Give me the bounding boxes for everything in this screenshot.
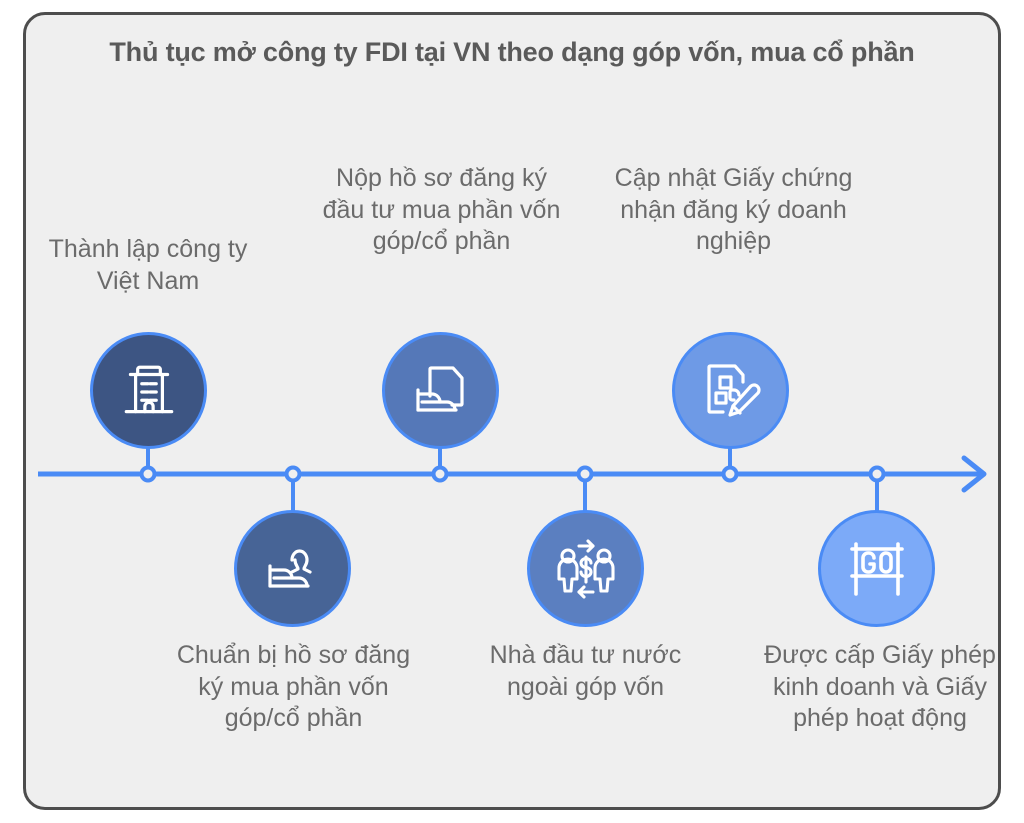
step-circle-2[interactable]	[234, 510, 351, 627]
step-circle-5[interactable]	[672, 332, 789, 449]
step-caption-1: Thành lập công ty Việt Nam	[28, 234, 268, 297]
step-circle-6[interactable]	[818, 510, 935, 627]
step-caption-4: Nhà đầu tư nước ngoài góp vốn	[464, 640, 707, 703]
step-circle-1[interactable]	[90, 332, 207, 449]
money-exchange-people-icon	[551, 534, 621, 604]
step-label-4: Nhà đầu tư nước ngoài góp vốn	[489, 641, 682, 701]
step-circle-3[interactable]	[382, 332, 499, 449]
go-sign-icon	[840, 532, 914, 606]
step-circle-4[interactable]	[527, 510, 644, 627]
person-document-icon	[258, 534, 328, 604]
step-caption-5: Cập nhật Giấy chứng nhận đăng ký doanh n…	[612, 163, 855, 258]
step-label-1: Thành lập công ty Việt Nam	[48, 235, 248, 295]
office-building-icon	[116, 358, 182, 424]
step-caption-3: Nộp hồ sơ đăng ký đầu tư mua phần vốn gó…	[320, 163, 563, 258]
step-label-3: Nộp hồ sơ đăng ký đầu tư mua phần vốn gó…	[322, 164, 561, 255]
step-label-2: Chuẩn bị hồ sơ đăng ký mua phần vốn góp/…	[176, 641, 411, 732]
step-label-6: Được cấp Giấy phép kinh doanh và Giấy ph…	[764, 641, 996, 732]
step-label-5: Cập nhật Giấy chứng nhận đăng ký doanh n…	[614, 164, 853, 255]
document-hand-icon	[406, 356, 476, 426]
certificate-edit-icon	[695, 355, 767, 427]
page-title: Thủ tục mở công ty FDI tại VN theo dạng …	[109, 37, 915, 67]
step-caption-2: Chuẩn bị hồ sơ đăng ký mua phần vốn góp/…	[172, 640, 415, 735]
step-caption-6: Được cấp Giấy phép kinh doanh và Giấy ph…	[756, 640, 1004, 735]
